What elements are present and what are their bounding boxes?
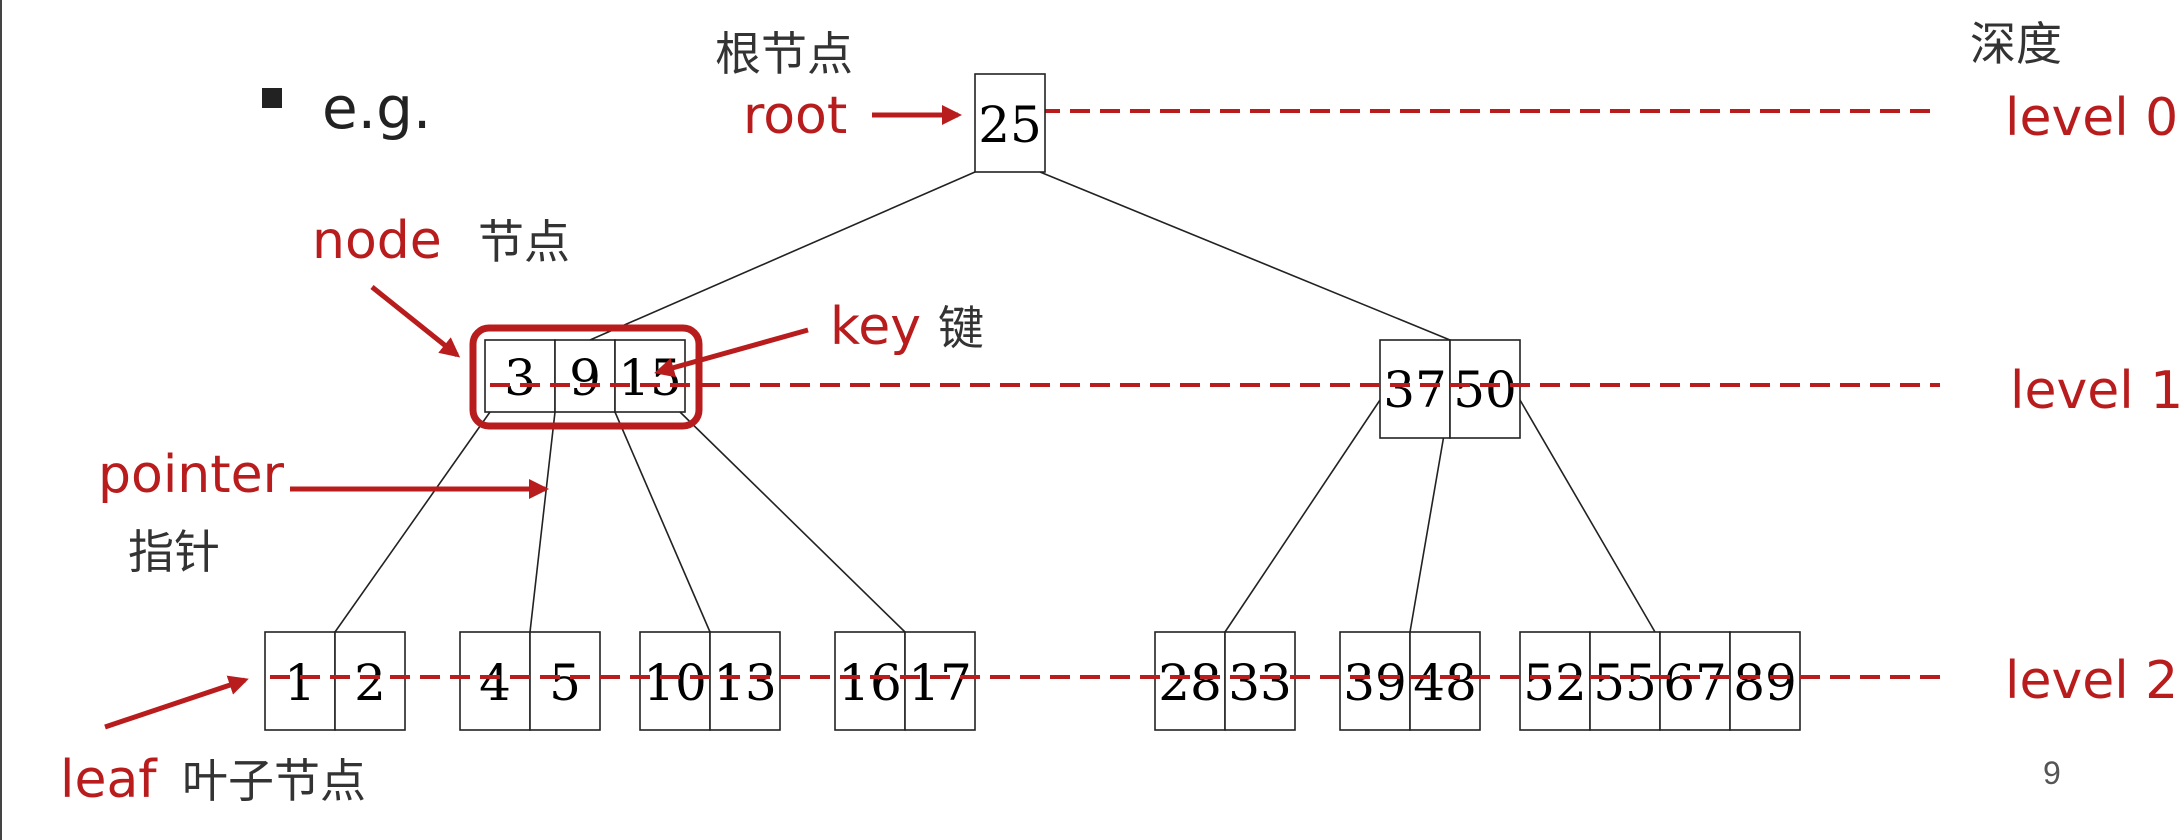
key-9: 9 [569, 349, 601, 407]
node-highlight [469, 324, 703, 430]
key-1: 1 [284, 654, 316, 712]
key-2: 2 [354, 654, 386, 712]
depth-cn-label: 深度 [1970, 17, 2062, 71]
tree-leaf-6: 39 48 [1339, 631, 1481, 731]
key-25: 25 [978, 96, 1042, 154]
tree-leaf-4: 16 17 [834, 631, 976, 731]
level1-label: level 1 [2010, 361, 2183, 421]
key-50: 50 [1453, 361, 1517, 419]
key-28: 28 [1158, 654, 1222, 712]
key-37: 37 [1383, 361, 1447, 419]
key-15: 15 [618, 349, 682, 407]
leaf-arrow [104, 675, 249, 730]
leaf-label: leaf [60, 750, 158, 810]
root-cn-label: 根节点 [715, 27, 853, 81]
key-39: 39 [1343, 654, 1407, 712]
bullet-text: e.g. [322, 74, 431, 142]
node-label: node [312, 211, 442, 271]
key-4: 4 [479, 654, 511, 712]
key-3: 3 [504, 349, 536, 407]
key-67: 67 [1663, 654, 1727, 712]
key-55: 55 [1593, 654, 1657, 712]
tree-leaf-5: 28 33 [1154, 631, 1296, 731]
pointer-cn-label: 指针 [128, 525, 220, 579]
level0-label: level 0 [2005, 88, 2178, 148]
tree-leaf-1: 1 2 [264, 631, 406, 731]
tree-leaf-2: 4 5 [459, 631, 601, 731]
key-17: 17 [908, 654, 972, 712]
tree-leaf-3: 10 13 [639, 631, 781, 731]
bullet-square-icon [262, 88, 282, 108]
leaf-cn-label: 叶子节点 [182, 754, 366, 808]
key-89: 89 [1733, 654, 1797, 712]
key-arrow [654, 327, 809, 378]
key-10: 10 [643, 654, 707, 712]
tree-leaf-7: 52 55 67 89 [1519, 631, 1801, 731]
tree-node-root: 25 [974, 73, 1046, 173]
key-52: 52 [1523, 654, 1587, 712]
key-16: 16 [838, 654, 902, 712]
tree-node-level1-b: 37 50 [1379, 339, 1521, 439]
key-cn-label: 键 [938, 301, 984, 355]
pointer-label: pointer [98, 445, 285, 505]
tree-edges [334, 171, 1656, 633]
key-label: key [830, 297, 921, 357]
key-33: 33 [1228, 654, 1292, 712]
root-label: root [743, 86, 847, 146]
page-number: 9 [2043, 755, 2061, 791]
key-48: 48 [1413, 654, 1477, 712]
key-13: 13 [713, 654, 777, 712]
key-5: 5 [549, 654, 581, 712]
tree-node-level1-a: 3 9 15 [484, 339, 686, 413]
node-cn-label: 节点 [478, 215, 570, 269]
node-arrow [370, 285, 461, 358]
level2-label: level 2 [2005, 651, 2178, 711]
